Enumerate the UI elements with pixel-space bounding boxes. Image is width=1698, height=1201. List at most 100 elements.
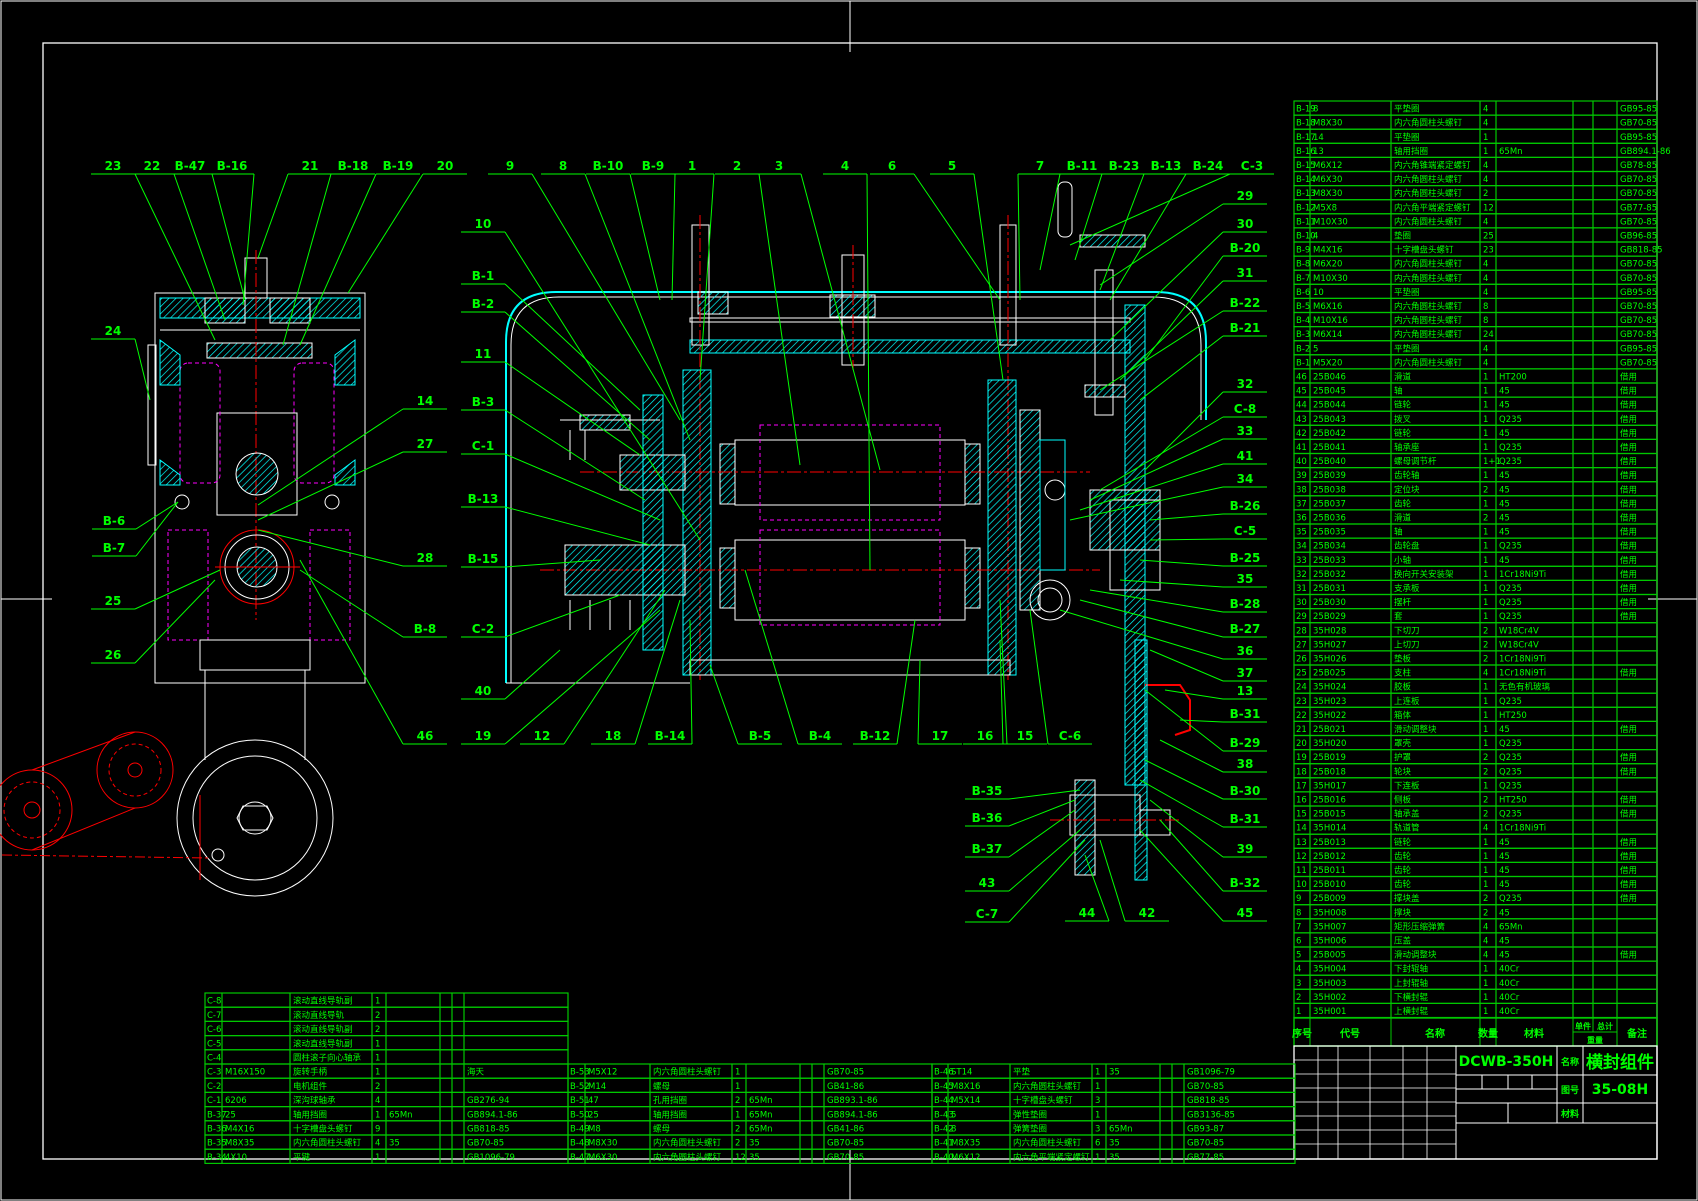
front-view: [505, 181, 1207, 881]
callout-label: B-7: [103, 541, 125, 555]
callout: 29: [1099, 189, 1267, 286]
table-cell: 1Cr18Ni9Ti: [1499, 824, 1546, 834]
table-cell: 内六角平端紧定螺钉: [1394, 202, 1471, 213]
header-total: 总计: [1597, 1021, 1613, 1031]
table-cell: GB70-85: [1620, 217, 1657, 227]
callout: B-18: [282, 159, 375, 346]
table-cell: 35H003: [1313, 979, 1346, 989]
table-cell: 弹簧垫圈: [1013, 1124, 1047, 1135]
callout-label: 40: [475, 684, 492, 698]
table-cell: M5X12: [588, 1068, 617, 1078]
table-cell: 1Cr18Ni9Ti: [1499, 655, 1546, 665]
leader-line: [1074, 173, 1103, 261]
callout-label: B-47: [175, 159, 206, 173]
table-cell: M10X16: [1313, 316, 1348, 326]
table-cell: B-6: [1296, 288, 1310, 298]
leader-line: [917, 659, 921, 745]
table-cell: M6X20: [1313, 260, 1342, 270]
leader-line: [504, 311, 651, 441]
table-cell: 4: [1483, 217, 1488, 227]
table-cell: 6: [1296, 937, 1301, 947]
table-cell: 7: [1296, 922, 1301, 932]
table-cell: M6X30: [1313, 175, 1342, 185]
leader-line: [1144, 255, 1224, 361]
table-cell: 1: [1483, 147, 1488, 157]
table-cell: 4: [1483, 922, 1488, 932]
table-cell: 借用: [1620, 766, 1637, 777]
table-cell: 35H017: [1313, 781, 1346, 791]
leader-line: [563, 589, 666, 745]
table-cell: 2: [1483, 640, 1488, 650]
callout: B-37: [965, 809, 1076, 858]
table-cell: 齿轮: [1394, 851, 1412, 862]
table-cell: 2: [1483, 753, 1488, 763]
callout-label: B-29: [1230, 736, 1261, 750]
callout: B-35: [965, 784, 1081, 800]
table-cell: 轴用挡圈: [1394, 146, 1428, 157]
leader-line: [1109, 173, 1187, 301]
table-cell: 支承板: [1394, 583, 1420, 594]
table-cell: B-50: [570, 1110, 590, 1120]
table-cell: Q235: [1499, 810, 1522, 820]
leader-line: [634, 599, 681, 745]
table-cell: 1: [1483, 979, 1488, 989]
table-cell: 9: [1296, 894, 1301, 904]
table-cell: GB894.1-86: [1620, 147, 1671, 157]
table-cell: 10: [1296, 880, 1307, 890]
leader-line: [504, 649, 561, 700]
table-cell: 4: [375, 1096, 380, 1106]
callout: B-5: [709, 664, 782, 745]
callout: 46: [299, 559, 447, 745]
callout: 45: [1139, 829, 1267, 922]
callout-label: 15: [1017, 729, 1034, 743]
callout-label: 18: [605, 729, 622, 743]
table-cell: M4X16: [1313, 246, 1342, 256]
table-cell: 40Cr: [1499, 993, 1520, 1003]
callout: B-29: [1144, 689, 1267, 752]
table-cell: 2: [1483, 655, 1488, 665]
table-cell: GB70-85: [1620, 330, 1657, 340]
table-cell: 45: [1499, 880, 1510, 890]
table-cell: GB894.1-86: [827, 1110, 878, 1120]
side-view: [147, 250, 366, 897]
table-cell: B-14: [1296, 175, 1316, 185]
table-cell: Q235: [1499, 739, 1522, 749]
table-cell: B-9: [1296, 246, 1310, 256]
callout-label: B-19: [383, 159, 414, 173]
table-cell: Q235: [1499, 781, 1522, 791]
table-cell: 25B044: [1313, 401, 1346, 411]
table-cell: 9: [375, 1125, 380, 1135]
table-cell: W18Cr4V: [1499, 640, 1539, 650]
table-cell: GB70-85: [1620, 189, 1657, 199]
header-remark: 备注: [1626, 1027, 1647, 1040]
callout-label: 1: [688, 159, 696, 173]
leader-line: [1008, 839, 1086, 923]
callout: B-26: [1149, 499, 1267, 521]
callout-label: C-1: [472, 439, 494, 453]
callout: B-13: [1099, 159, 1188, 291]
table-cell: GB818-85: [1187, 1096, 1230, 1106]
leader-line: [504, 506, 651, 546]
table-cell: 内六角圆柱头螺钉: [1394, 174, 1463, 185]
table-cell: GB818-85: [467, 1125, 510, 1135]
callout: 19: [461, 609, 661, 745]
leader-line: [689, 619, 693, 745]
leader-line: [896, 619, 916, 745]
table-cell: 45: [1296, 387, 1307, 397]
table-cell: 25B040: [1313, 457, 1346, 467]
table-cell: 4: [1483, 274, 1488, 284]
table-cell: GB70-85: [1620, 358, 1657, 368]
table-cell: HT200: [1499, 373, 1527, 383]
table-cell: 25B011: [1313, 866, 1346, 876]
callout-label: 43: [979, 876, 996, 890]
callout: 20: [347, 159, 467, 294]
table-cell: 内六角圆柱头螺钉: [1394, 315, 1463, 326]
